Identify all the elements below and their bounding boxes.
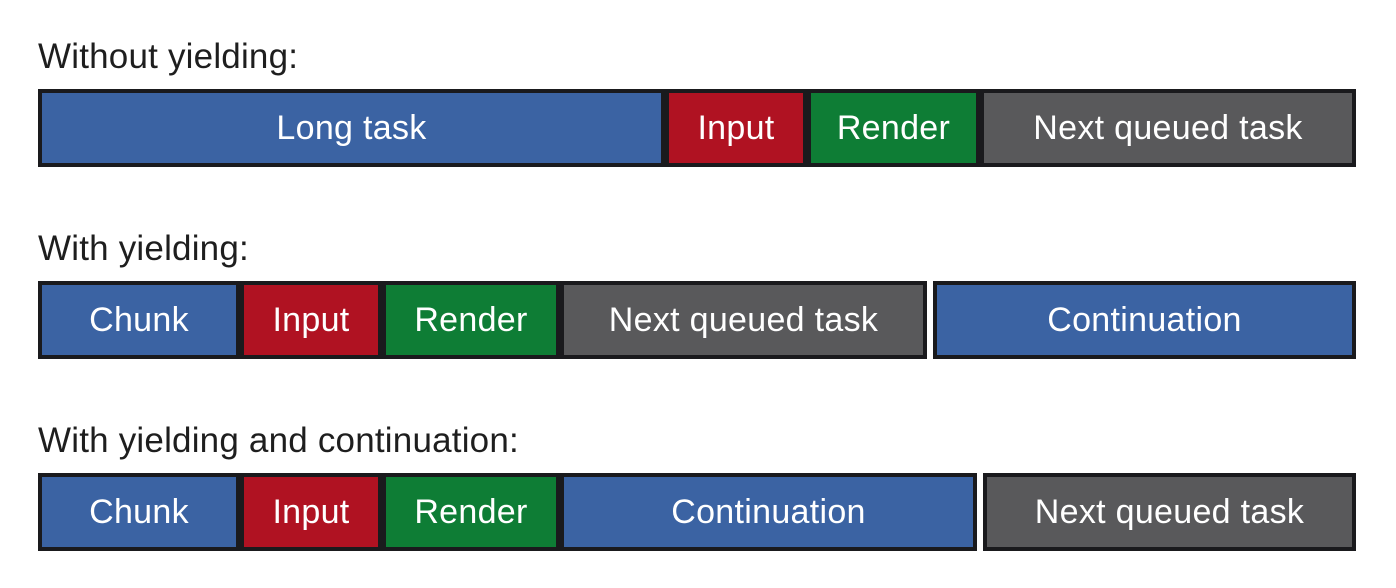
row-label-with-yielding-and-continuation: With yielding and continuation: <box>38 421 519 460</box>
segment-input: Input <box>240 473 382 551</box>
row-with-yielding: With yielding: Chunk Input Render Next queu… <box>38 228 1396 359</box>
task-bar-without-yielding: Long task Input Render Next queued task <box>38 89 1356 167</box>
segment-label: Chunk <box>89 493 189 531</box>
segment-input: Input <box>665 89 807 167</box>
segment-next-queued-task: Next queued task <box>560 281 927 359</box>
segment-render: Render <box>382 281 560 359</box>
segment-chunk: Chunk <box>38 473 240 551</box>
segment-long-task: Long task <box>38 89 665 167</box>
segment-next-queued-task: Next queued task <box>983 473 1356 551</box>
segment-label: Input <box>272 493 350 531</box>
row-label-with-yielding: With yielding: <box>38 229 249 268</box>
segment-label: Input <box>272 301 350 339</box>
segment-label: Render <box>414 301 528 339</box>
segment-label: Input <box>697 109 775 147</box>
segment-label: Render <box>414 493 528 531</box>
segment-render: Render <box>807 89 980 167</box>
row-with-yielding-and-continuation: With yielding and continuation: Chunk Inp… <box>38 420 1396 551</box>
segment-label: Continuation <box>671 493 866 531</box>
segment-label: Chunk <box>89 301 189 339</box>
segment-label: Next queued task <box>608 301 879 339</box>
segment-continuation: Continuation <box>560 473 977 551</box>
segment-next-queued-task: Next queued task <box>980 89 1356 167</box>
segment-label: Render <box>836 109 951 147</box>
row-without-yielding: Without yielding: Long task Input Render Ne… <box>38 36 1396 167</box>
segment-continuation: Continuation <box>933 281 1356 359</box>
segment-label: Next queued task <box>1034 493 1305 531</box>
task-bar-with-yielding: Chunk Input Render Next queued task Continua… <box>38 281 1356 359</box>
segment-label: Next queued task <box>1033 109 1303 147</box>
row-label-without-yielding: Without yielding: <box>38 37 299 76</box>
segment-input: Input <box>240 281 382 359</box>
segment-label: Continuation <box>1047 301 1242 339</box>
task-bar-with-yielding-and-continuation: Chunk Input Render Continuation Next queued … <box>38 473 1356 551</box>
segment-label: Long task <box>276 109 427 147</box>
segment-chunk: Chunk <box>38 281 240 359</box>
segment-render: Render <box>382 473 560 551</box>
